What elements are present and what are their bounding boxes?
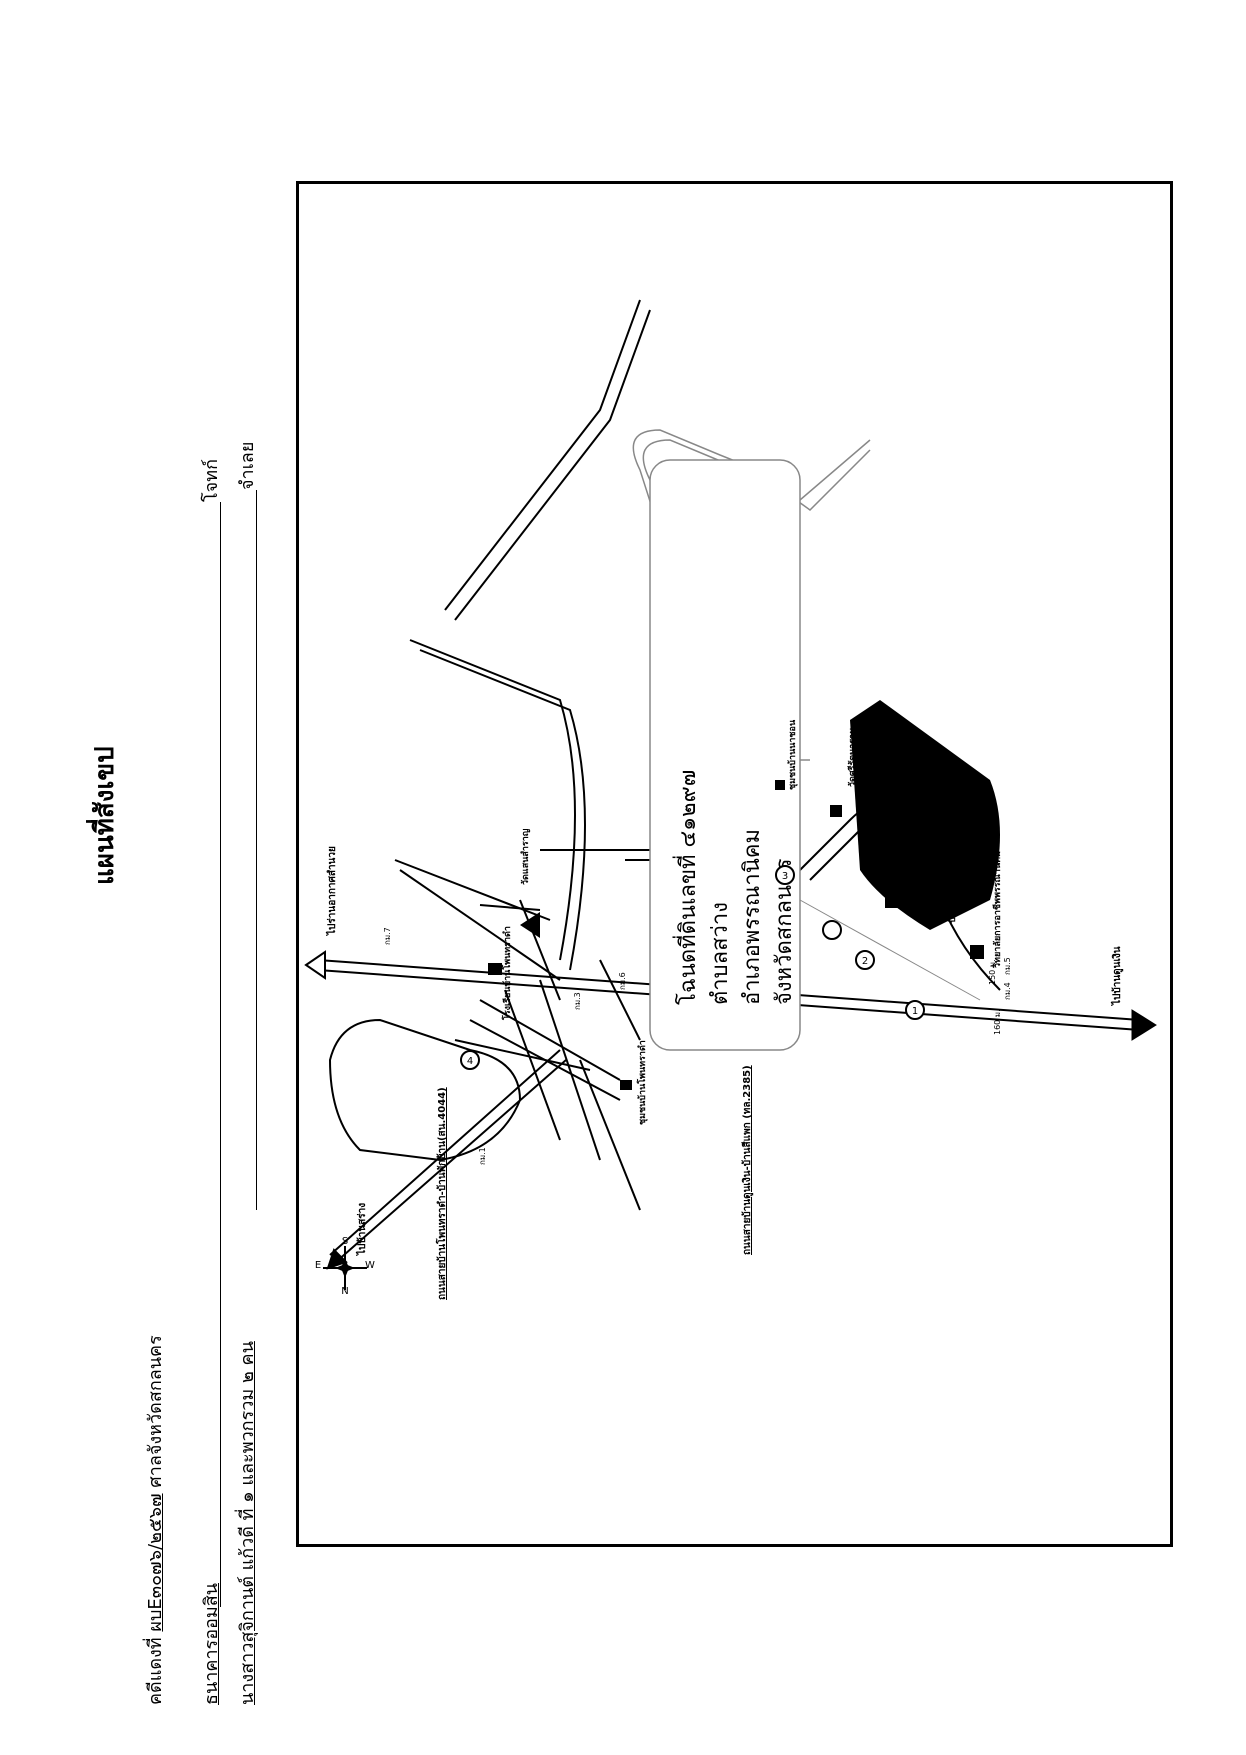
callout-pointer [799, 899, 981, 1001]
km-markers: กม.1 กม.3 กม.4 กม.5 กม.6 กม.7 [383, 927, 1012, 1165]
main-road-label: ถนนสายบ้านดูนเงิน-บ้านสีแพก (ทล.2385) [741, 1065, 754, 1255]
land-plot [850, 700, 1000, 930]
km-marker-1: กม.1 [478, 1147, 487, 1165]
community-na-chuak-icon [775, 780, 785, 790]
temple-sanghan-label: วัดแสนสำราญ [520, 828, 531, 885]
callout-line3: อำเภอพรรณานิคม [740, 829, 765, 1005]
temple-icon [520, 912, 540, 938]
circled-number-1: 1 [912, 1006, 918, 1017]
temple-si-rattana-icon [830, 805, 842, 817]
gas-station-label: ปั๊มน้ำมัน [945, 887, 958, 923]
school-building-icon [488, 963, 502, 975]
west-direction-label: ไปบ้านสร่าง [355, 1203, 368, 1256]
distance-150: 150 ม. [988, 959, 997, 985]
callout-line2: ตำบลสว่าง [708, 902, 733, 1005]
gas-station-icon [885, 890, 899, 908]
community-icon [620, 1080, 632, 1090]
km-marker-3: กม.3 [573, 992, 582, 1010]
km-marker-4: กม.4 [1003, 982, 1012, 1000]
northeast-roads [409, 299, 780, 971]
km-marker-6: กม.6 [618, 972, 627, 990]
plot-callout-box [649, 459, 801, 1051]
town-roads [394, 859, 641, 1211]
compass-south: S [342, 1236, 348, 1247]
circled-number-2: 2 [862, 956, 868, 967]
south-direction-label: ไปบ้านดูนเงิน [1110, 946, 1124, 1006]
lake-outline [328, 1018, 522, 1162]
north-direction-label: ไปร่านอากาศสำนวย [325, 846, 338, 936]
community-na-chuak-label: ชุมชนบ้านนาชอน [787, 719, 798, 790]
college-building-icon [970, 945, 984, 959]
km-marker-7: กม.7 [383, 927, 392, 945]
compass-west: W [365, 1260, 375, 1271]
branch-road-label: ถนนสายบ้านโพนทราดำ-บ้านพักบ้าน(สน.4044) [435, 1087, 448, 1300]
compass-rose-icon [323, 1246, 367, 1290]
circled-markers [460, 865, 925, 1070]
compass-east: E [315, 1260, 321, 1271]
map-frame [296, 181, 1173, 1547]
distance-160: 160 ม. [993, 1009, 1002, 1035]
plaintiff-underline [220, 502, 221, 1607]
compass-north: N [341, 1286, 348, 1297]
school-label: โรงเรียนบ้านโพนทราดำ [501, 926, 513, 1021]
temple-si-rattana-label: วัดศรีรัตนาราม [847, 728, 858, 787]
circled-number-4: 4 [467, 1056, 473, 1067]
callout-line1: โฉนดที่ดินเลขที่ ๔๑๒๙๗ [672, 770, 701, 1005]
west-road [326, 1049, 567, 1270]
circled-number-3: 3 [782, 871, 788, 882]
km-marker-5: กม.5 [1003, 957, 1012, 975]
defendant-underline [256, 490, 257, 1210]
college-label: วิทยาลัยการอาชีพพรรณานิคม [992, 851, 1003, 969]
community-phontradam-label: ชุมชนบ้านโพนทราดำ [636, 1040, 648, 1125]
